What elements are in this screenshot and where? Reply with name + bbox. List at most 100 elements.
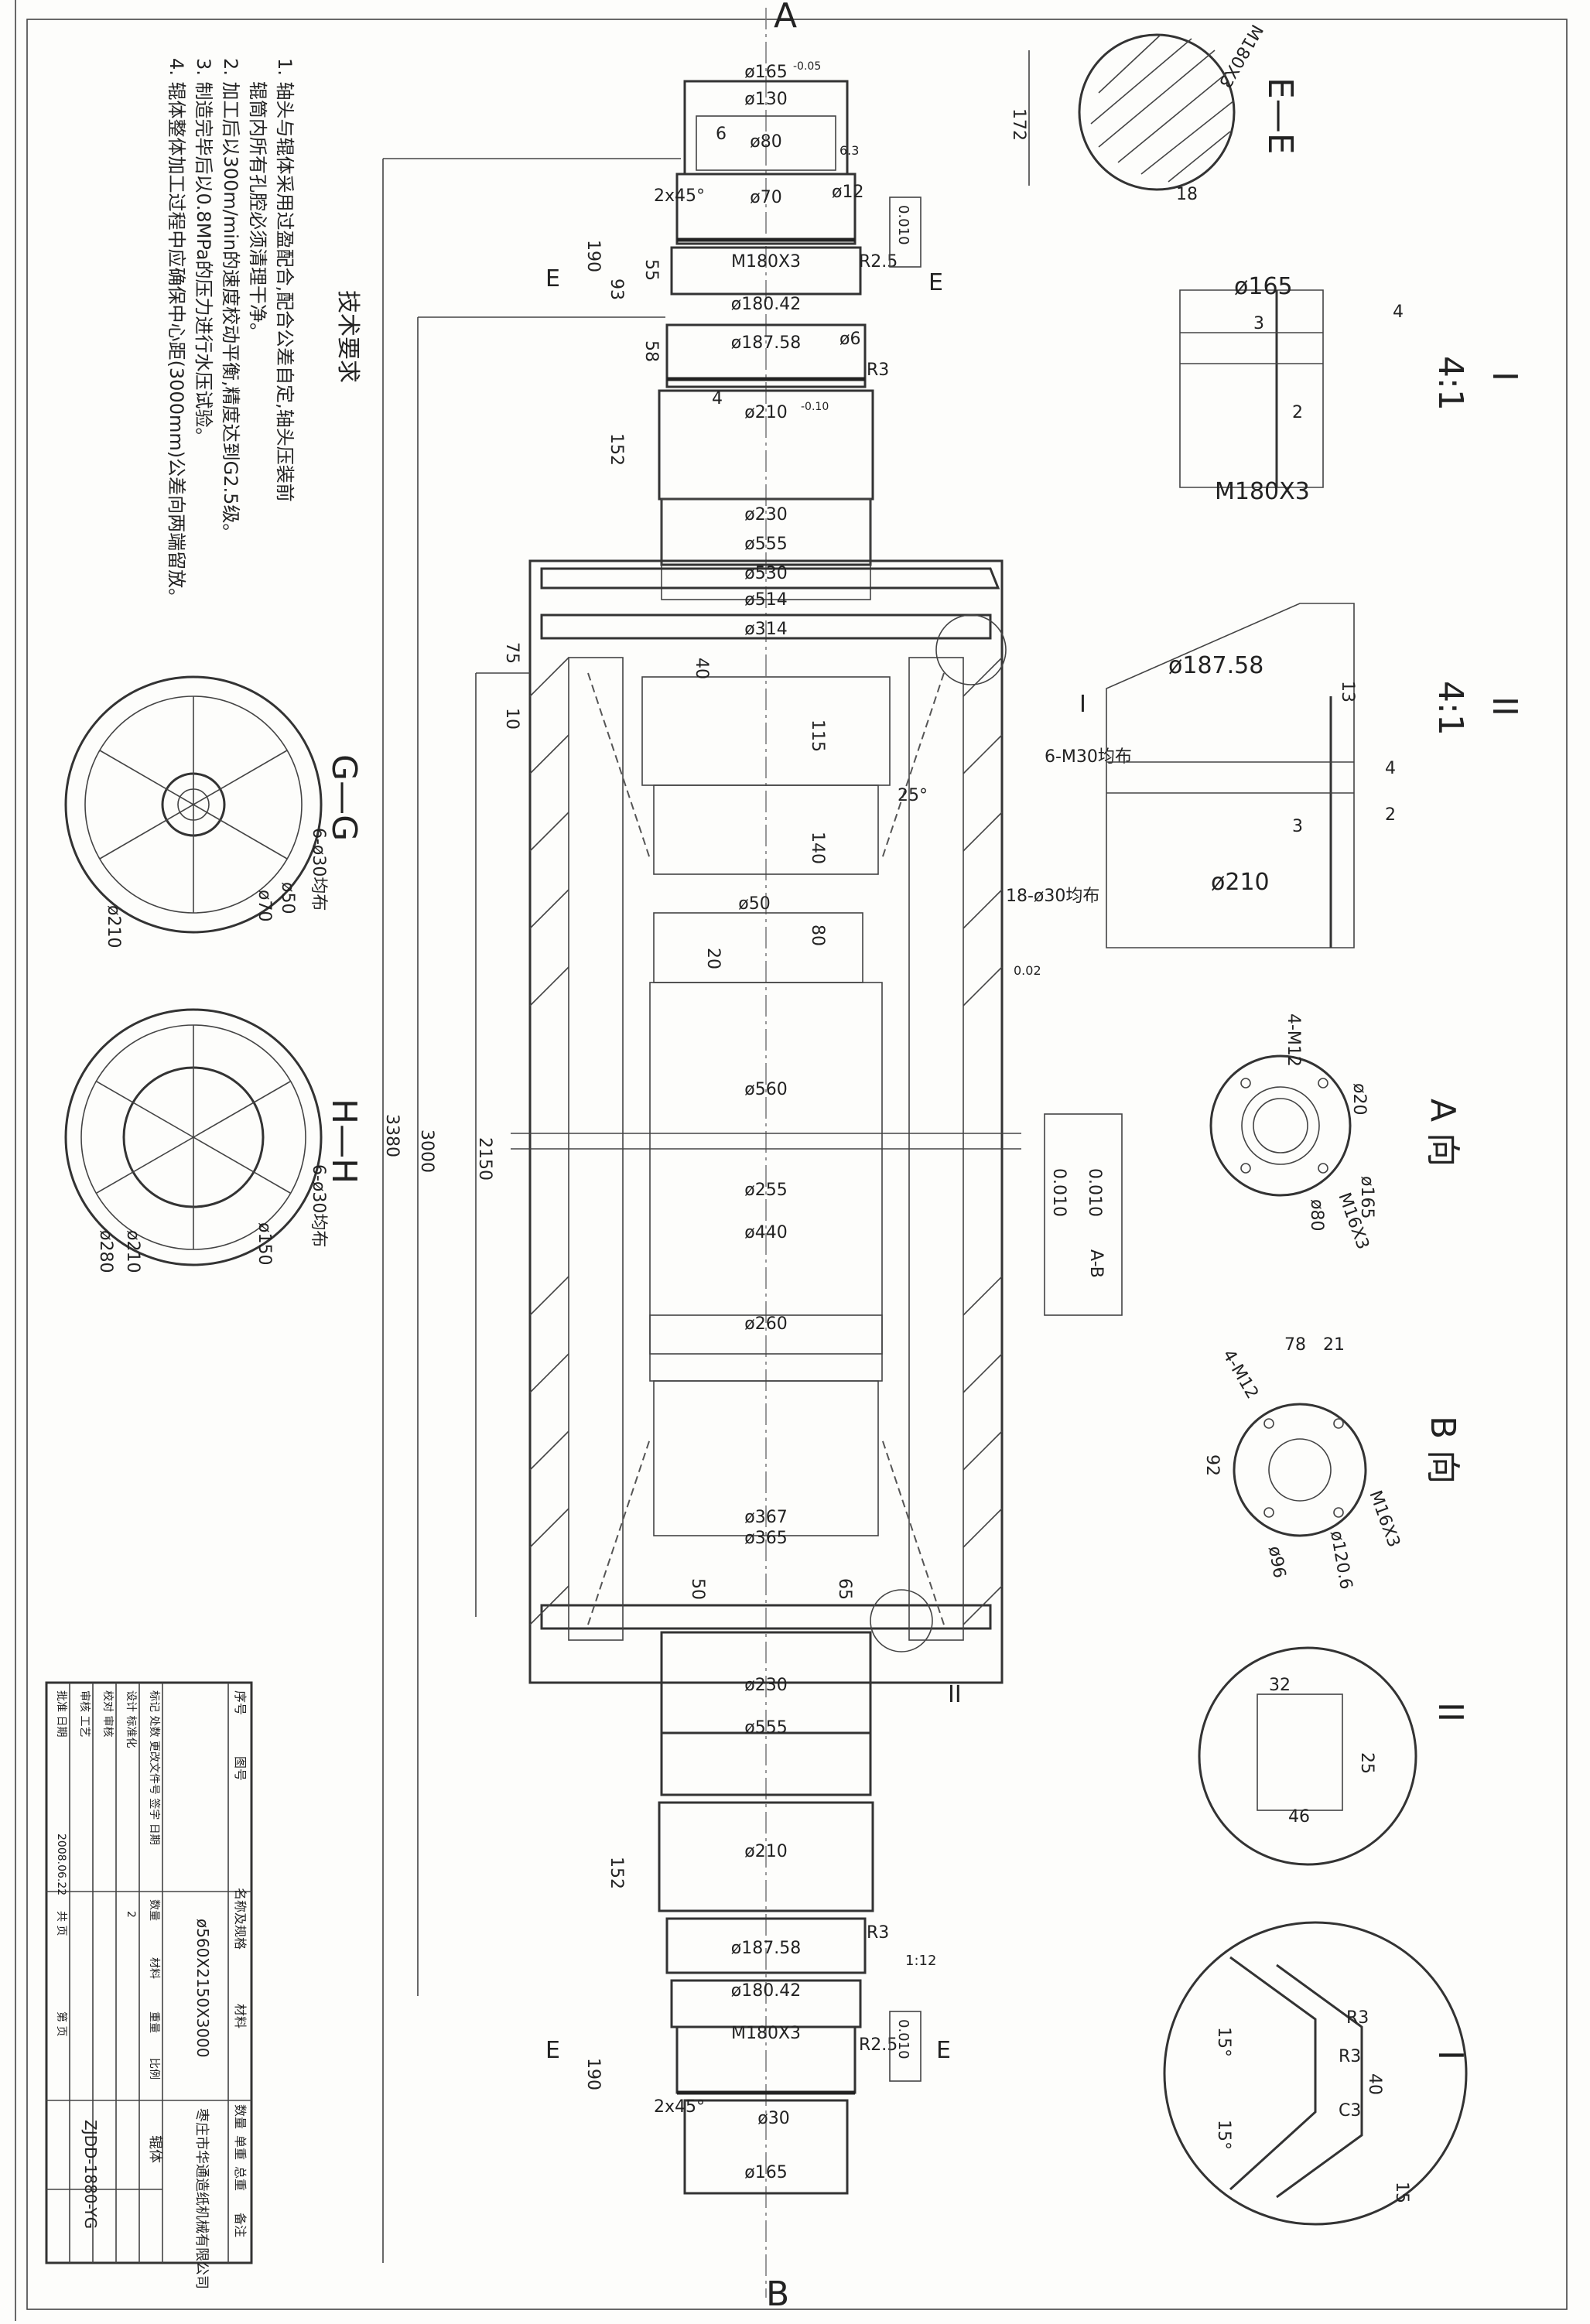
- ii-13: 13: [1338, 681, 1357, 702]
- dim-r3: R3: [867, 361, 889, 380]
- inner-hub-h: [653, 1380, 879, 1536]
- dim-len75: 75: [502, 642, 521, 664]
- ii-4: 4: [1385, 759, 1396, 778]
- tb-sheet-no: 第 页: [55, 2011, 68, 2036]
- tb-drawing-no: ZJDD-1880-YG: [81, 2120, 100, 2229]
- dim-len40: 40: [692, 658, 711, 679]
- dim-len50: 50: [688, 1578, 707, 1600]
- technical-notes: 技术要求 1. 轴头与辊体采用过盈配合,配合公差自定,轴头压装前 辊筒内所有孔腔…: [166, 58, 361, 607]
- dim-d555-bottom: ø555: [744, 1718, 787, 1738]
- view-b-label: B 向: [1423, 1416, 1462, 1484]
- dim-m180-bottom: M180X3: [731, 2024, 801, 2043]
- spoke-pipes: [587, 672, 945, 1625]
- dim-ang25: 25°: [898, 786, 928, 805]
- dim-d187-58: ø187.58: [731, 333, 801, 353]
- b-m16: M16X3: [1365, 1488, 1404, 1550]
- section-g-g: G—G 6-ø30均布 ø50 ø70 ø210: [64, 675, 364, 948]
- hh-d210: ø210: [123, 1230, 142, 1273]
- gg-d70: ø70: [255, 890, 274, 921]
- section-e-e: 172 18 M180X3 E—E: [1009, 21, 1300, 204]
- tb-qty: 数量: [233, 2104, 248, 2129]
- note-4: 4. 辊体整体加工过程中应确保中心距(3000mm)公差向两端留放。: [166, 58, 187, 607]
- tb-product: ø560X2150X3000: [193, 1919, 212, 2058]
- dim-len190-bottom: 190: [583, 2058, 603, 2090]
- dim-top-d165: ø165: [744, 63, 787, 82]
- i-15c: 15: [1392, 2182, 1411, 2203]
- a-d165: ø165: [1357, 1176, 1376, 1218]
- section-gg-label: G—G: [324, 754, 364, 841]
- inner-hub-g: [653, 784, 879, 875]
- head-d514-bottom: [540, 1604, 992, 1630]
- dim-len152-bottom: 152: [607, 1857, 626, 1889]
- dimension-lines: [382, 158, 681, 2263]
- hh-holes: 6-ø30均布: [309, 1164, 328, 1247]
- title-block: 序号 图号 名称及规格 材料 数量 单重 总重 备注 标记 处数 更改文件号 签…: [45, 1681, 253, 2289]
- dim-d12: ø12: [832, 183, 863, 202]
- dim-r2-5: R2.5: [859, 252, 898, 272]
- dim-d314: ø314: [744, 620, 787, 639]
- dim-d6: ø6: [839, 330, 860, 349]
- seat-d187-bottom: [665, 1917, 867, 1974]
- i-m180: M180X3: [1215, 478, 1310, 505]
- dim-chamfer: 2x45°: [654, 186, 705, 206]
- dim-len3380: 3380: [382, 1114, 402, 1157]
- detail-i-circle: [935, 614, 1007, 685]
- tb-mark: 标记 处数 更改文件号 签字 日期: [148, 1690, 161, 1845]
- tol-frame-bottom: 0.010: [889, 2011, 922, 2082]
- tb-seq: 序号: [233, 1690, 248, 1715]
- detail-i-right-label: I: [1431, 2050, 1470, 2060]
- dim-len152: 152: [607, 433, 626, 466]
- svg-text:0.010: 0.010: [1085, 1168, 1104, 1217]
- dim-d230-bottom: ø230: [744, 1676, 787, 1695]
- i-4: 4: [1393, 302, 1404, 322]
- marker-i: I: [1079, 691, 1086, 718]
- view-a: 4-M12 ø20 ø165 ø80 M16X3 A 向: [1209, 1013, 1462, 1253]
- head-d514: [540, 613, 992, 640]
- dim-d560: ø560: [744, 1080, 787, 1099]
- thread-m180: [675, 173, 857, 245]
- dim-d365: ø365: [744, 1529, 787, 1548]
- i-r3a: R3: [1346, 2008, 1369, 2028]
- dim-len3000: 3000: [417, 1130, 436, 1173]
- ii-r-46: 46: [1288, 1807, 1310, 1827]
- section-hh-label: H—H: [324, 1099, 364, 1184]
- dim-d180-bottom: ø180.42: [731, 1981, 801, 2001]
- detail-ii-title: II: [1485, 696, 1524, 716]
- a-4m12: 4-M12: [1284, 1013, 1303, 1067]
- tb-part: 辊体: [147, 2135, 163, 2163]
- view-b: 4-M12 78 21 92 M16X3 ø120.6 ø96 B 向: [1202, 1335, 1462, 1591]
- b-d120: ø120.6: [1326, 1529, 1356, 1591]
- tb-qty-label: 数量: [148, 1899, 160, 1921]
- tb-code: 图号: [233, 1756, 248, 1781]
- tol-frame-cyl: 0.010 0.010 A-B: [1044, 1113, 1123, 1316]
- tb-weight: 单重: [233, 2135, 248, 2160]
- section-h-h: H—H 6-ø30均布 ø150 ø210 ø280: [64, 1008, 364, 1273]
- gg-d50: ø50: [278, 882, 297, 914]
- head-flange-top: [540, 567, 1000, 590]
- tb-material: 材料: [233, 2004, 248, 2028]
- dim-d180-42: ø180.42: [731, 295, 801, 314]
- ii-d210: ø210: [1211, 869, 1270, 896]
- tb-mat-label: 材料: [148, 1957, 160, 1979]
- dim-d555: ø555: [744, 535, 787, 554]
- b-d96: ø96: [1264, 1545, 1289, 1580]
- i-3: 3: [1253, 314, 1264, 333]
- ee-18: 18: [1176, 185, 1198, 204]
- tb-total: 总重: [233, 2166, 248, 2191]
- seat-d187: [665, 323, 867, 388]
- tb-check: 校对 审核: [101, 1690, 115, 1737]
- tb-name: 名称及规格: [233, 1888, 248, 1950]
- dim-len10: 10: [502, 708, 521, 730]
- notes-title: 技术要求: [334, 290, 361, 383]
- hh-d280: ø280: [96, 1230, 115, 1273]
- detail-ii-right: 32 25 46 II: [1198, 1646, 1470, 1866]
- view-a-label: A 向: [1423, 1099, 1462, 1167]
- dim-r2-5-bottom: R2.5: [859, 2035, 898, 2055]
- flange-d555-top: [661, 498, 871, 600]
- i-2: 2: [1292, 403, 1303, 422]
- cut-e-right: E: [928, 269, 943, 296]
- tb-design: 设计 标准化: [125, 1690, 137, 1748]
- dim-len93: 93: [607, 279, 626, 300]
- inner-core: [649, 982, 883, 1355]
- gg-holes: 6-ø30均布: [309, 828, 328, 911]
